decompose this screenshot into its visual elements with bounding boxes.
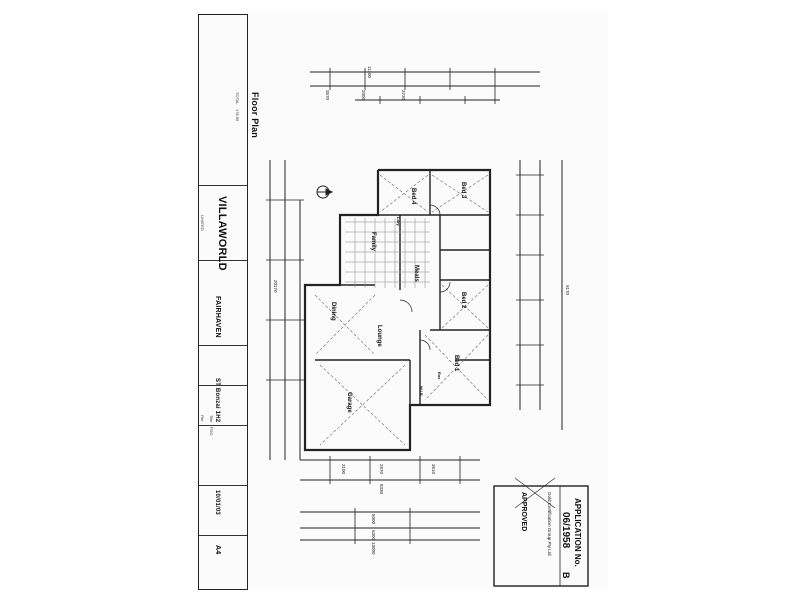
room-label-wir: W.I.R: [419, 386, 424, 396]
dim-overall-top: 11100: [367, 66, 372, 78]
room-label-lounge: Lounge: [376, 325, 382, 347]
north-arrow-icon: [316, 185, 334, 199]
stamp-number: 06/1958: [560, 512, 571, 549]
room-label-bed2: Bed 2: [460, 292, 466, 309]
room-label-ens: Ens: [437, 372, 442, 380]
room-label-ldry: Ldry: [396, 217, 401, 226]
dim-seg-a: 3570: [325, 90, 330, 101]
dim-seg-g: 5000: [371, 514, 376, 525]
dim-seg-i: 8330: [379, 484, 384, 495]
stamp-heading: APPLICATION No.: [573, 498, 582, 567]
room-label-garage: Garage: [346, 392, 352, 413]
room-label-family: Family: [370, 232, 376, 252]
dim-overall-left: 20170: [273, 280, 278, 293]
dim-seg-b: 2000: [361, 90, 366, 101]
room-label-bed3: Bed 3: [460, 182, 466, 199]
dim-seg-d: 3100: [341, 464, 346, 475]
ceiling-diagonals: [314, 174, 489, 446]
dim-overall-bottom: 13000: [371, 542, 376, 555]
room-label-meals: Meals: [413, 265, 419, 282]
outer-walls: [303, 168, 492, 452]
approval-stamp-box: [493, 485, 589, 587]
dim-overall-right: 9170: [565, 285, 570, 296]
door-swings: [399, 204, 451, 351]
stamp-company: Gold Certification Group Pty Ltd: [547, 492, 552, 556]
stamp-suffix: B: [561, 572, 571, 579]
title-block: [198, 14, 248, 590]
room-label-dining: Dining: [330, 302, 336, 321]
stamp-approved: APPROVED: [520, 492, 527, 531]
dim-seg-f: 3610: [431, 464, 436, 475]
dim-seg-e: 2670: [379, 464, 384, 475]
internal-walls: [315, 170, 490, 405]
room-label-bed4: Bed 4: [410, 188, 416, 205]
tile-grid: [345, 218, 430, 288]
room-label-bed1: Bed 1: [453, 355, 459, 372]
dim-seg-c: 3730: [401, 90, 406, 101]
dim-seg-h: 6300: [371, 530, 376, 541]
